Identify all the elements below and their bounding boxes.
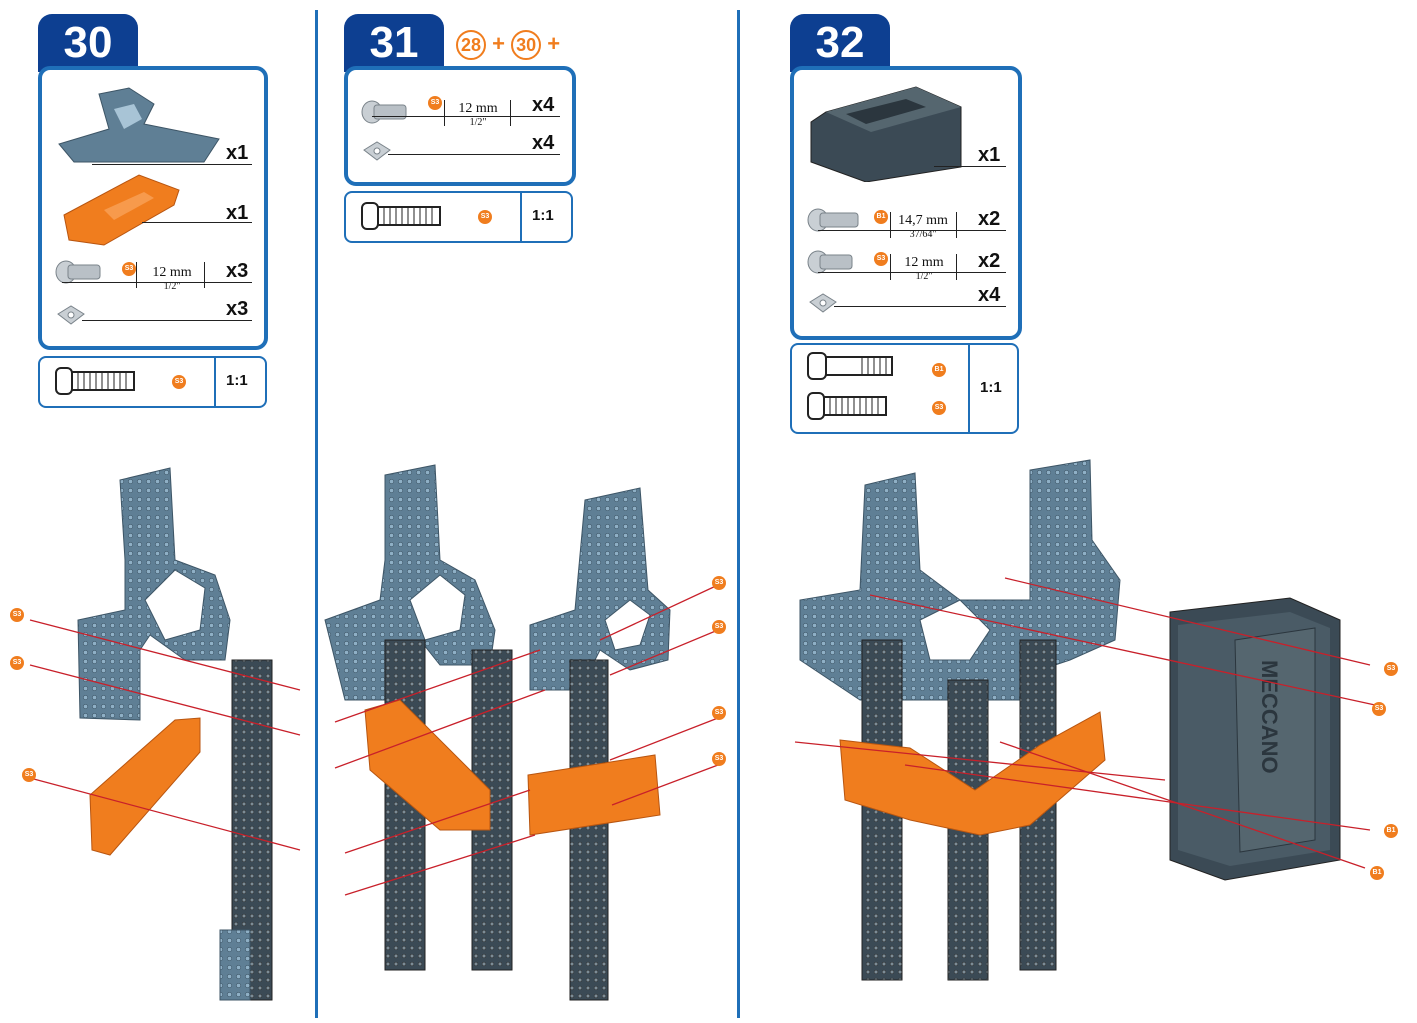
step-divider-2: [737, 10, 740, 1018]
s3-badge: S3: [172, 375, 186, 389]
b1-callout: B1: [1370, 866, 1384, 880]
s3-callout: S3: [712, 620, 726, 634]
step31-assembly: [324, 464, 719, 1001]
length-label: 14,7 mm 37/64": [898, 213, 948, 241]
step-number: 31: [369, 18, 419, 67]
scale-reference: B1 S3 1:1: [790, 343, 1019, 434]
length-label: 12 mm 1/2": [904, 255, 944, 283]
meccano-logo: MECCANO: [1257, 660, 1282, 774]
part-qty: x2: [978, 250, 1001, 272]
parts-box: S3 12 mm 1/2" x4 x4: [344, 66, 576, 186]
step-number: 32: [815, 18, 865, 67]
servo-motor-icon: [810, 86, 962, 182]
s3-badge: S3: [122, 262, 136, 276]
part-qty: x4: [978, 284, 1001, 306]
length-label: 12 mm 1/2": [458, 101, 498, 129]
part-qty: x1: [226, 202, 249, 224]
prerequisite-steps: 28 + 30 +: [456, 30, 560, 60]
s3-badge: S3: [428, 96, 442, 110]
part-qty: x1: [978, 144, 1001, 166]
square-nut-icon: [809, 293, 837, 313]
screw-icon: [361, 100, 407, 124]
gray-bracket-icon: [58, 87, 220, 163]
step-number-tab: 30: [38, 14, 138, 72]
s3-badge: S3: [932, 401, 946, 415]
scale-reference: S3 1:1: [38, 356, 267, 408]
parts-box: x1 x1 S3 12 mm 1/2" x3 x3: [38, 66, 268, 350]
screw-scale-icon: [807, 392, 887, 420]
prereq-step: 30: [511, 30, 542, 60]
scale-ratio: 1:1: [532, 207, 554, 224]
s3-callout: S3: [712, 706, 726, 720]
screw-icon: [807, 208, 859, 232]
screw-icon: [55, 260, 101, 284]
b1-badge: B1: [932, 363, 946, 377]
s3-callout: S3: [712, 752, 726, 766]
parts-box: x1 B1 14,7 mm 37/64" x2 S3 12 mm 1/2" x2…: [790, 66, 1022, 340]
long-screw-scale-icon: [807, 352, 893, 380]
length-label: 12 mm 1/2": [152, 265, 192, 293]
part-qty: x4: [532, 132, 555, 154]
s3-badge: S3: [478, 210, 492, 224]
step32-assembly: MECCANO: [794, 459, 1376, 981]
step-divider-1: [315, 10, 318, 1018]
step-number: 30: [63, 18, 113, 67]
square-nut-icon: [363, 141, 391, 161]
scale-ratio: 1:1: [980, 379, 1002, 396]
s3-callout: S3: [712, 576, 726, 590]
step-number-tab: 32: [790, 14, 890, 72]
orange-plate-icon: [63, 174, 180, 246]
scale-ratio: 1:1: [226, 372, 248, 389]
s3-callout: S3: [1384, 662, 1398, 676]
part-qty: x3: [226, 298, 249, 320]
b1-callout: B1: [1384, 824, 1398, 838]
screw-icon: [807, 250, 853, 274]
servo-motor: MECCANO: [1169, 597, 1341, 881]
screw-scale-icon: [55, 367, 135, 395]
s3-callout: S3: [10, 608, 24, 622]
s3-callout: S3: [10, 656, 24, 670]
s3-badge: S3: [874, 252, 888, 266]
s3-callout: S3: [22, 768, 36, 782]
s3-callout: S3: [1372, 702, 1386, 716]
square-nut-icon: [57, 305, 85, 325]
part-qty: x2: [978, 208, 1001, 230]
screw-scale-icon: [361, 202, 441, 230]
part-qty: x1: [226, 142, 249, 164]
part-qty: x4: [532, 94, 555, 116]
step30-assembly: [29, 467, 301, 1001]
part-qty: x3: [226, 260, 249, 282]
orange-flat-plate: [89, 717, 201, 856]
prereq-step: 28: [456, 30, 486, 60]
step-number-tab: 31: [344, 14, 444, 72]
b1-badge: B1: [874, 210, 888, 224]
scale-reference: S3 1:1: [344, 191, 573, 243]
